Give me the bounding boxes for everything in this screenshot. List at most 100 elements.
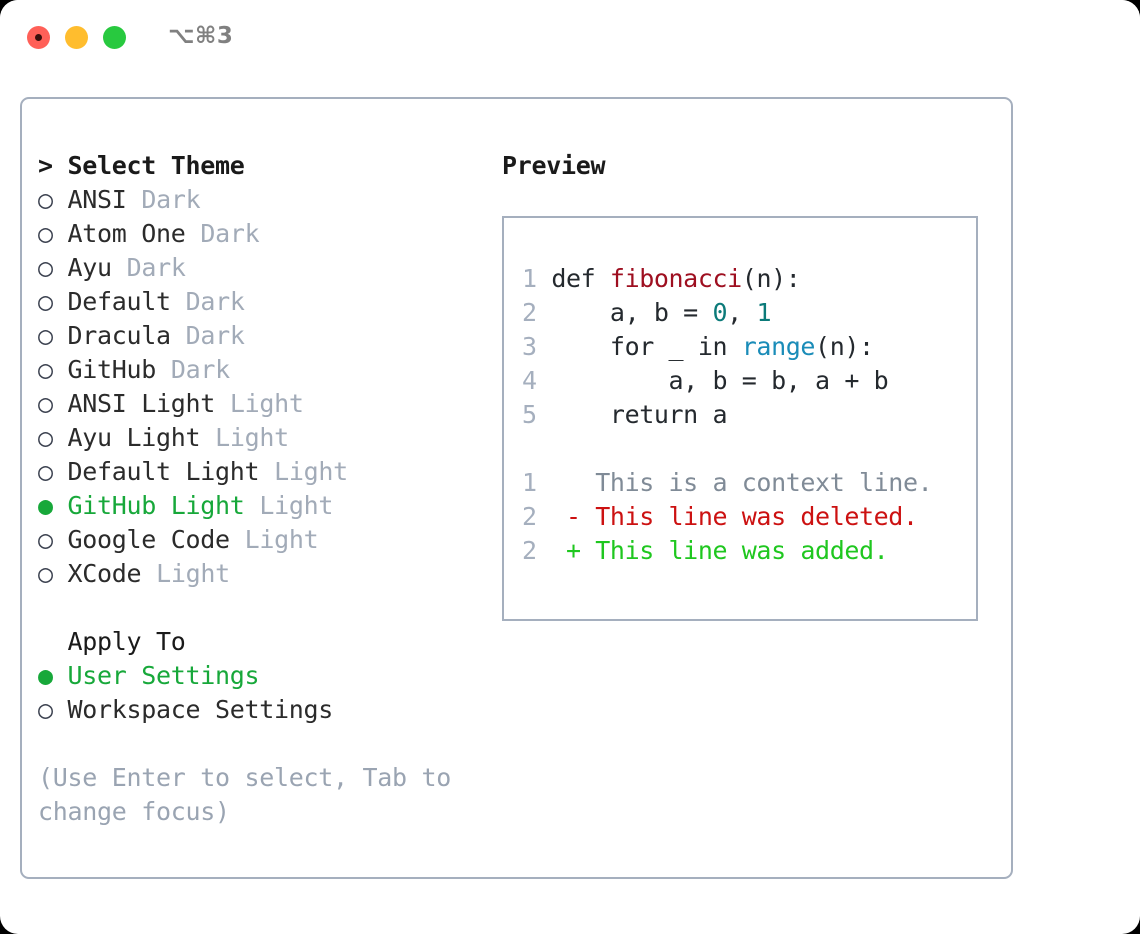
- spacer: [215, 389, 230, 418]
- theme-option-github-light[interactable]: ● GitHub Light Light: [38, 489, 488, 523]
- theme-option-default[interactable]: ○ Default Dark: [38, 285, 488, 319]
- spacer: [53, 525, 68, 554]
- theme-option-label: Google Code: [67, 525, 231, 554]
- spacer: [186, 219, 201, 248]
- theme-option-label: GitHub Light: [67, 491, 245, 520]
- window-title: ⌥⌘3: [168, 23, 234, 49]
- spacer: [53, 287, 68, 316]
- code-token-plain: a, b = b, a + b: [551, 366, 889, 395]
- code-token-num: 1: [756, 298, 772, 327]
- diff-line-text: - This line was deleted.: [565, 502, 918, 531]
- radio-unselected-icon: ○: [38, 185, 53, 214]
- list-spacer: [38, 591, 488, 625]
- code-token-plain: ,: [727, 298, 757, 327]
- apply-to-option-user-settings[interactable]: ● User Settings: [38, 659, 488, 693]
- theme-option-label: Ayu: [67, 253, 113, 282]
- main-panel: > Select Theme ○ ANSI Dark○ Atom One Dar…: [20, 97, 1013, 879]
- code-token-num: 0: [712, 298, 728, 327]
- spacer: [141, 559, 156, 588]
- code-line: 5 return a: [522, 398, 888, 432]
- radio-unselected-icon: ○: [38, 525, 53, 554]
- spacer: [53, 321, 68, 350]
- code-line-number: 2: [522, 298, 552, 327]
- spacer: [53, 559, 68, 588]
- diff-line-number: 1: [522, 468, 566, 497]
- theme-option-ayu-light[interactable]: ○ Ayu Light Light: [38, 421, 488, 455]
- code-token-plain: (n):: [815, 332, 874, 361]
- keyboard-hint: (Use Enter to select, Tab to change focu…: [38, 763, 452, 826]
- code-token-call: range: [741, 332, 816, 361]
- radio-unselected-icon: ○: [38, 695, 53, 724]
- close-window-icon[interactable]: [27, 26, 50, 49]
- radio-unselected-icon: ○: [38, 457, 53, 486]
- maximize-window-icon[interactable]: [103, 26, 126, 49]
- diff-line-del: 2 - This line was deleted.: [522, 500, 932, 534]
- theme-option-atom-one[interactable]: ○ Atom One Dark: [38, 217, 488, 251]
- minimize-window-icon[interactable]: [65, 26, 88, 49]
- radio-unselected-icon: ○: [38, 355, 53, 384]
- theme-option-label: ANSI: [67, 185, 127, 214]
- preview-column: Preview 1 def fibonacci(n):2 a, b = 0, 1…: [502, 149, 1002, 621]
- theme-option-github[interactable]: ○ GitHub Dark: [38, 353, 488, 387]
- theme-kind-badge: Light: [229, 389, 304, 418]
- theme-option-dracula[interactable]: ○ Dracula Dark: [38, 319, 488, 353]
- theme-option-label: Default: [67, 287, 172, 316]
- apply-to-option-workspace-settings[interactable]: ○ Workspace Settings: [38, 693, 488, 727]
- page-title: Select Theme: [67, 151, 245, 180]
- theme-option-label: Dracula: [67, 321, 172, 350]
- spacer: [53, 219, 68, 248]
- radio-selected-icon: ●: [38, 661, 53, 690]
- theme-option-label: ANSI Light: [67, 389, 216, 418]
- code-token-plain: for _ in: [551, 332, 742, 361]
- diff-line-text: This is a context line.: [565, 468, 933, 497]
- radio-unselected-icon: ○: [38, 423, 53, 452]
- prompt-marker: >: [38, 151, 53, 180]
- theme-option-label: GitHub: [67, 355, 157, 384]
- code-line-number: 3: [522, 332, 552, 361]
- radio-unselected-icon: ○: [38, 253, 53, 282]
- spacer: [171, 287, 186, 316]
- theme-option-label: XCode: [67, 559, 142, 588]
- theme-kind-badge: Light: [274, 457, 348, 486]
- theme-picker-title: > Select Theme: [38, 149, 488, 183]
- code-line-number: 4: [522, 366, 552, 395]
- preview-title: Preview: [502, 151, 606, 180]
- theme-option-google-code[interactable]: ○ Google Code Light: [38, 523, 488, 557]
- spacer: [53, 389, 68, 418]
- diff-line-number: 2: [522, 536, 566, 565]
- spacer: [53, 423, 68, 452]
- radio-unselected-icon: ○: [38, 219, 53, 248]
- spacer: [53, 695, 68, 724]
- theme-kind-badge: Dark: [170, 355, 230, 384]
- theme-option-default-light[interactable]: ○ Default Light Light: [38, 455, 488, 489]
- theme-option-ansi[interactable]: ○ ANSI Dark: [38, 183, 488, 217]
- spacer: [245, 491, 260, 520]
- theme-kind-badge: Light: [244, 525, 319, 554]
- spacer: [53, 491, 68, 520]
- theme-kind-badge: Dark: [185, 321, 245, 350]
- theme-option-ansi-light[interactable]: ○ ANSI Light Light: [38, 387, 488, 421]
- theme-kind-badge: Light: [259, 491, 334, 520]
- theme-option-xcode[interactable]: ○ XCode Light: [38, 557, 488, 591]
- theme-option-list: ○ ANSI Dark○ Atom One Dark○ Ayu Dark○ De…: [38, 183, 488, 591]
- theme-option-label: Default Light: [67, 457, 260, 486]
- radio-unselected-icon: ○: [38, 559, 53, 588]
- apply-to-label: Apply To: [67, 627, 186, 656]
- theme-option-ayu[interactable]: ○ Ayu Dark: [38, 251, 488, 285]
- traffic-lights: [27, 26, 126, 49]
- diff-sample: 1 This is a context line. 2 - This line w…: [522, 466, 933, 568]
- radio-selected-icon: ●: [38, 491, 53, 520]
- spacer: [127, 185, 142, 214]
- diff-line-add: 2 + This line was added.: [522, 534, 932, 568]
- spacer: [53, 457, 68, 486]
- code-line: 4 a, b = b, a + b: [522, 364, 889, 398]
- theme-kind-badge: Dark: [185, 287, 245, 316]
- radio-unselected-icon: ○: [38, 321, 53, 350]
- radio-unselected-icon: ○: [38, 389, 53, 418]
- apply-to-option-label: Workspace Settings: [67, 695, 334, 724]
- spacer: [171, 321, 186, 350]
- theme-kind-badge: Light: [156, 559, 230, 588]
- spacer: [53, 185, 68, 214]
